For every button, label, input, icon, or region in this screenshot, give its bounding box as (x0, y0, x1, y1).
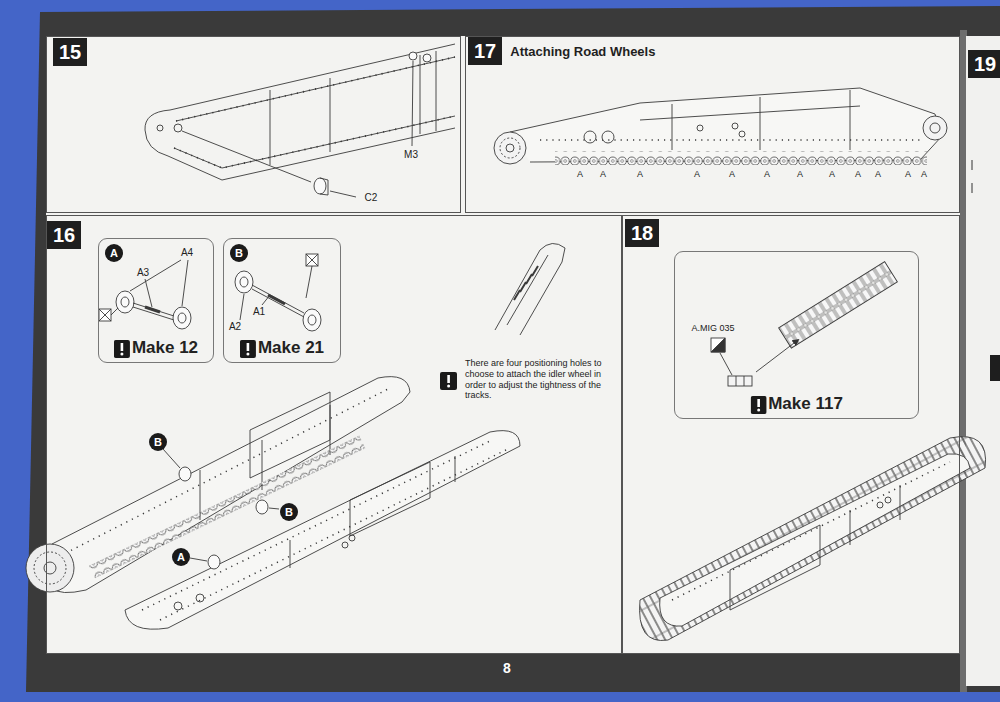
warning-icon (750, 396, 766, 414)
note-text: There are four positioning holes to choo… (465, 358, 617, 401)
part-number: C2 (365, 192, 378, 204)
callout-badge: A (105, 244, 123, 262)
part-letter: A (577, 169, 583, 180)
callout-badge: B (149, 433, 167, 451)
callout-badge: A (172, 548, 190, 566)
callout-letter: B (154, 437, 162, 448)
step-panel: 15 (46, 36, 461, 213)
part-number: A4 (181, 247, 193, 259)
part-letter: A (729, 169, 735, 180)
part-letter: A (905, 169, 911, 180)
step-panel: A Make 12 B Make 21 B B A 16 (46, 215, 622, 654)
part-number: A3 (137, 267, 149, 279)
part-letter: A (694, 169, 700, 180)
sub-assembly-box: B Make 21 (223, 238, 341, 363)
part-number: A2 (229, 321, 241, 333)
quantity-note: Make 21 (240, 339, 324, 358)
callout-letter: B (235, 248, 243, 259)
callout-badge: B (280, 503, 298, 521)
step-header: 16 (47, 221, 81, 249)
callout-badge: B (230, 244, 248, 262)
part-letter: A (600, 169, 606, 180)
part-number: A1 (253, 306, 265, 318)
warning-icon (240, 340, 256, 358)
warning-icon (114, 340, 130, 358)
step-number: 19 (968, 50, 1000, 78)
sub-assembly-box: Make 117 (674, 251, 919, 419)
paint-code: A.MIG 035 (691, 323, 734, 334)
quantity-text: Make 117 (768, 395, 843, 414)
step-panel: 17 Attaching Road Wheels (465, 36, 960, 213)
part-letter: A (875, 169, 881, 180)
part-letter: A (764, 169, 770, 180)
step-number: 15 (53, 38, 87, 66)
step-header: 17 Attaching Road Wheels (468, 37, 655, 65)
step-number: 17 (468, 37, 502, 65)
quantity-text: Make 12 (132, 339, 198, 358)
page-number: 8 (503, 660, 511, 677)
sub-assembly-box: A Make 12 (98, 238, 214, 363)
callout-letter: A (177, 552, 185, 563)
step-number: 18 (625, 219, 659, 247)
part-letter: A (797, 169, 803, 180)
step-panel: Make 117 18 (622, 215, 960, 654)
part-letter: A (637, 169, 643, 180)
callout-letter: B (285, 507, 293, 518)
part-letter: A (855, 169, 861, 180)
quantity-note: Make 12 (114, 339, 198, 358)
step-header: 18 (625, 219, 659, 247)
step-number: 16 (47, 221, 81, 249)
step-title: Attaching Road Wheels (510, 44, 655, 59)
quantity-note: Make 117 (750, 395, 843, 414)
step-header: 15 (53, 38, 87, 66)
part-letter: A (829, 169, 835, 180)
callout-letter: A (110, 248, 118, 259)
step-header: 19 (968, 50, 1000, 78)
part-number: M3 (404, 149, 418, 161)
part-letter: A (921, 169, 927, 180)
quantity-text: Make 21 (258, 339, 324, 358)
step-panel: 19 (966, 36, 1000, 654)
